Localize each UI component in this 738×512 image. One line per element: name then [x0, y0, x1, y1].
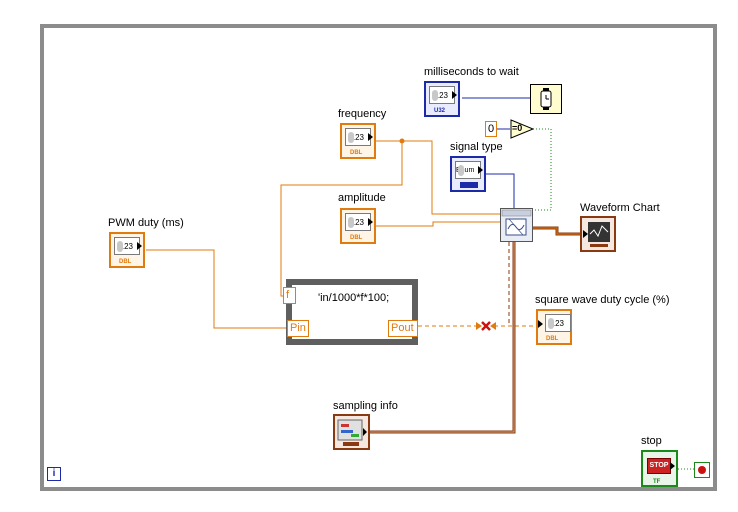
stop-button-terminal[interactable]: STOP TF: [641, 450, 678, 487]
numeric-display: 1.23: [345, 213, 371, 231]
signal-type-terminal[interactable]: Enum: [450, 156, 486, 192]
formula-input-pin[interactable]: Pin: [287, 320, 309, 337]
label-sampling-info: sampling info: [333, 400, 398, 412]
enum-ring-icon: [460, 182, 478, 188]
label-waveform-chart: Waveform Chart: [580, 202, 660, 214]
label-pwm-duty: PWM duty (ms): [108, 217, 184, 229]
label-stop: stop: [641, 435, 662, 447]
wait-ms-function[interactable]: [530, 84, 562, 114]
output-arrow-icon: [452, 91, 457, 99]
output-arrow-icon: [478, 166, 483, 174]
input-arrow-icon: [538, 320, 543, 328]
milliseconds-to-wait-terminal[interactable]: 1.23 U32: [424, 81, 460, 117]
label-frequency: frequency: [338, 108, 387, 120]
label-milliseconds-to-wait: milliseconds to wait: [424, 66, 519, 78]
output-arrow-icon: [368, 218, 373, 226]
output-arrow-icon: [368, 133, 373, 141]
while-loop[interactable]: [40, 24, 717, 491]
formula-input-f[interactable]: f: [283, 287, 296, 304]
label-amplitude: amplitude: [338, 192, 386, 204]
formula-output-pout[interactable]: Pout: [388, 320, 418, 337]
broken-wire-arrow-right: [490, 322, 496, 330]
numeric-display: 1.23: [114, 237, 140, 255]
wire-junction-dot: [399, 138, 405, 144]
simulate-signal-icon: [501, 209, 532, 236]
wire-amplitude-main[interactable]: [376, 221, 500, 227]
wire-bool-main[interactable]: [533, 128, 552, 211]
numeric-display: 1.23: [345, 128, 371, 146]
pwm-duty-terminal[interactable]: 1.23 DBL: [109, 232, 145, 268]
label-signal-type: signal type: [450, 141, 503, 153]
wire-pwm-main[interactable]: [146, 249, 287, 329]
square-wave-duty-cycle-indicator[interactable]: 1.23 DBL: [536, 309, 572, 345]
sampling-info-terminal[interactable]: [333, 414, 370, 450]
wire-enum-main[interactable]: [486, 173, 515, 210]
waveform-chart-terminal[interactable]: [580, 216, 616, 252]
output-arrow-icon: [137, 242, 142, 250]
amplitude-terminal[interactable]: 1.23 DBL: [340, 208, 376, 244]
type-tag: DBL: [350, 235, 363, 241]
chart-icon: [583, 222, 610, 247]
simulate-signal-express-vi[interactable]: [500, 208, 533, 242]
formula-node-body[interactable]: 'in/1000*f*100;: [292, 285, 412, 339]
type-tag: TF: [653, 479, 661, 485]
wire-cluster-inner: [370, 242, 515, 433]
equal-zero-symbol: =0: [512, 123, 523, 133]
type-tag: DBL: [546, 336, 559, 342]
frequency-terminal[interactable]: 1.23 DBL: [340, 123, 376, 159]
wire-frequency-branch[interactable]: [402, 140, 500, 215]
stop-if-true-icon: [698, 466, 706, 474]
loop-condition-terminal[interactable]: [694, 462, 710, 478]
formula-code[interactable]: 'in/1000*f*100;: [318, 292, 390, 304]
zero-constant[interactable]: 0: [485, 121, 497, 137]
type-tag: DBL: [350, 150, 363, 156]
wire-frequency-main[interactable]: [280, 140, 403, 297]
watch-icon: [540, 88, 552, 110]
label-square-wave-duty-cycle: square wave duty cycle (%): [535, 294, 670, 306]
equal-to-zero-icon[interactable]: [510, 119, 534, 139]
broken-wire-x-icon[interactable]: [481, 321, 491, 331]
cluster-icon: [337, 419, 367, 446]
stop-button-face: STOP: [647, 458, 671, 474]
type-tag: DBL: [119, 259, 132, 265]
output-arrow-icon: [670, 462, 675, 470]
iteration-terminal-icon[interactable]: i: [47, 467, 61, 481]
wire-dyn-inner: [533, 227, 580, 235]
broken-wire-arrow-left: [476, 322, 482, 330]
type-tag: U32: [434, 108, 446, 114]
numeric-display: 1.23: [545, 314, 571, 332]
